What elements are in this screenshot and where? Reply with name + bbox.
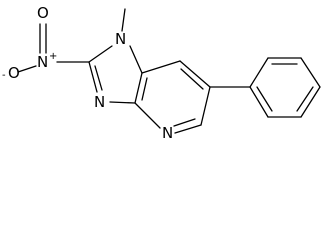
atom-n1-label: N: [115, 30, 126, 48]
atom-nitro-n-label: N: [37, 53, 48, 71]
bond-c5-n4: [174, 124, 202, 134]
bond-c7a-n1: [129, 45, 143, 74]
chemical-structure: N N N N + O O -: [2, 4, 321, 142]
bond-ph-inner-c: [256, 86, 273, 112]
bond-ph-4: [300, 86, 321, 118]
bond-c3a-c7a-inner: [141, 77, 148, 101]
bond-c3a-c7a: [134, 72, 143, 104]
bond-ph-inner-b: [296, 86, 314, 112]
atom-n3-label: N: [94, 93, 105, 111]
atom-n4-label: N: [162, 124, 173, 142]
bond-c7-c6: [179, 60, 211, 88]
bond-n3-c3a: [109, 101, 136, 104]
bond-c6-c5: [200, 86, 211, 126]
bond-n1-c2: [88, 45, 113, 63]
o-charge: -: [2, 70, 6, 81]
bond-c2-n3: [88, 61, 98, 93]
bond-ph-3: [300, 57, 321, 88]
atom-o-single-label: O: [8, 64, 20, 82]
bond-c7a-c7: [141, 60, 181, 74]
bond-c7-c6-inner: [180, 68, 204, 90]
bond-ph-1: [249, 57, 269, 88]
bond-methyl: [121, 8, 126, 32]
bond-c5-n4-inner: [173, 118, 196, 127]
nitro-n-charge: +: [49, 51, 57, 62]
bond-nitro-o-left: [17, 65, 37, 73]
bond-n4-c3a: [134, 102, 161, 129]
atom-o-double-label: O: [37, 4, 49, 22]
bond-ph-6: [249, 86, 269, 118]
bond-c2-n3-inner: [94, 65, 103, 91]
